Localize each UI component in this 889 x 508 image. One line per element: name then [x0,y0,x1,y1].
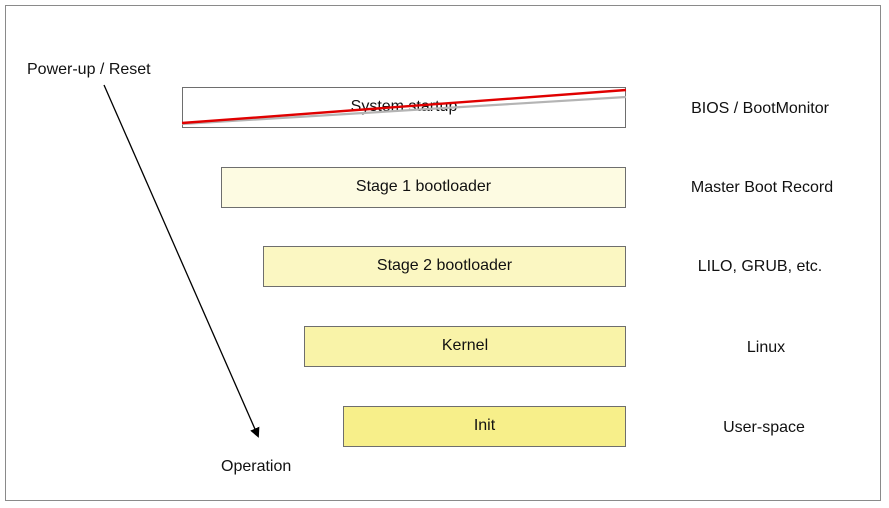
stage-kernel: Kernel [304,326,626,367]
flow-arrow [103,84,260,438]
stage-label: Init [473,416,496,434]
strike-line-red [181,88,627,125]
strike-line-gray [181,95,627,126]
end-label: Operation [221,458,292,475]
side-label-linux: Linux [746,339,786,356]
side-label-user-space: User-space [723,419,805,436]
start-label: Power-up / Reset [27,61,151,78]
stage-stage1-bootloader: Stage 1 bootloader [221,167,626,208]
stage-stage2-bootloader: Stage 2 bootloader [263,246,626,287]
side-label-lilo-grub: LILO, GRUB, etc. [697,258,823,275]
stage-label: Stage 1 bootloader [355,177,492,195]
side-label-mbr: Master Boot Record [690,179,834,196]
stage-init: Init [343,406,626,447]
stage-label: Stage 2 bootloader [376,256,513,274]
side-label-bios: BIOS / BootMonitor [691,100,829,117]
stage-label: Kernel [441,336,489,354]
